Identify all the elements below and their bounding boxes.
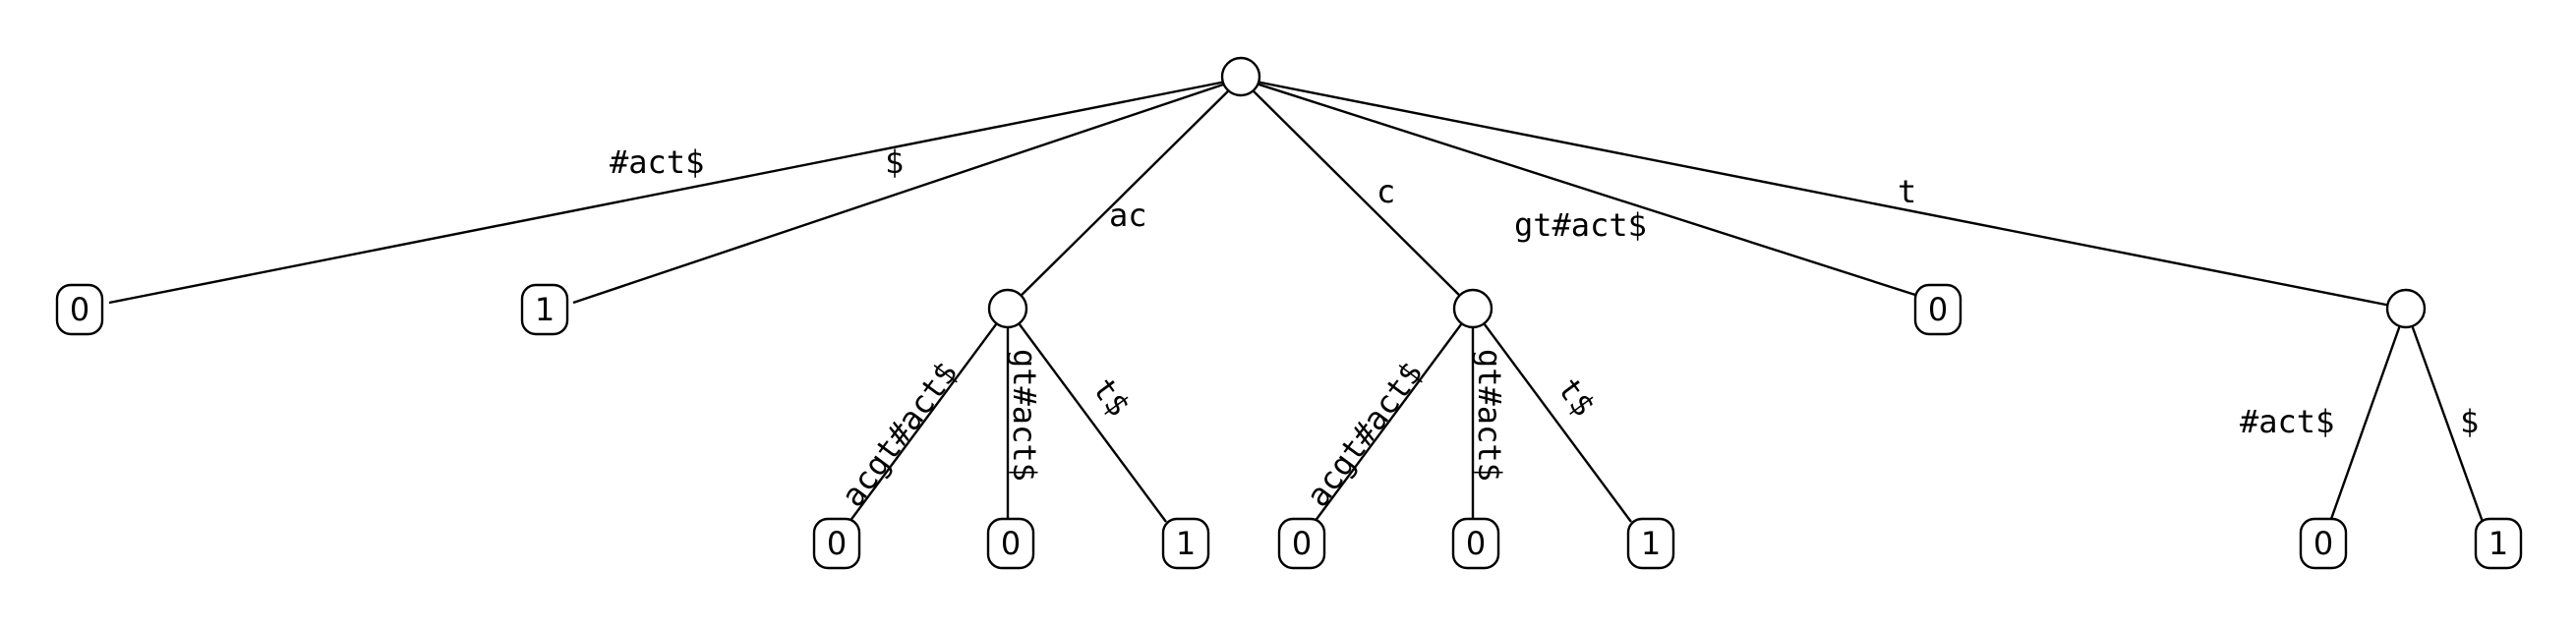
- edge-root-to-leaf-1: [572, 77, 1242, 305]
- leaf-node: 0: [1451, 517, 1500, 570]
- leaf-value: 0: [827, 525, 847, 562]
- leaf-node: 1: [2474, 517, 2523, 570]
- edge-c-to-leaf-c: [1472, 308, 1632, 523]
- leaf-node: 0: [55, 283, 104, 336]
- edge-label: t: [1898, 173, 1916, 210]
- leaf-value: 0: [70, 291, 89, 328]
- edge-label: t$: [1551, 370, 1603, 424]
- internal-nodes: [987, 56, 2427, 329]
- leaf-node: 1: [520, 283, 569, 336]
- leaf-nodes: 0 1 0 0 0 1 0 0: [55, 283, 2523, 570]
- edge-root-to-c-node: [1240, 78, 1474, 310]
- leaf-value: 0: [1001, 525, 1021, 562]
- edge-label: $: [2460, 403, 2479, 440]
- t-node: [2385, 288, 2427, 329]
- edge-ac-to-leaf-a: [849, 308, 1009, 523]
- edge-label: c: [1376, 173, 1395, 210]
- leaf-value: 0: [1292, 525, 1312, 562]
- leaf-node: 1: [1626, 517, 1675, 570]
- edge-labels: #act$ $ ac c gt#act$ t acgt#act$ gt#act$…: [610, 143, 2479, 514]
- leaf-value: 1: [1176, 525, 1196, 562]
- edge-t-to-leaf-b: [2404, 308, 2485, 523]
- edge-label: acgt#act$: [834, 355, 966, 514]
- root-node: [1220, 56, 1261, 97]
- leaf-node: 0: [2299, 517, 2348, 570]
- edge-root-to-leaf-0: [108, 77, 1242, 305]
- ac-node: [987, 288, 1028, 329]
- edge-label: gt#act$: [1514, 206, 1647, 244]
- edge-label: gt#act$: [1471, 349, 1508, 482]
- edge-root-to-t-node: [1240, 77, 2407, 311]
- edge-label: #act$: [610, 143, 704, 181]
- edge-root-to-ac-node: [1007, 78, 1242, 310]
- edge-label: ac: [1109, 197, 1147, 234]
- edges: [108, 77, 2485, 523]
- edge-label: acgt#act$: [1299, 355, 1431, 514]
- edge-label: #act$: [2240, 403, 2334, 440]
- leaf-value: 1: [1641, 525, 1661, 562]
- leaf-value: 0: [1928, 291, 1948, 328]
- leaf-value: 1: [2488, 525, 2508, 562]
- edge-ac-to-leaf-c: [1007, 308, 1167, 523]
- edge-label: $: [885, 143, 904, 181]
- edge-root-to-gt-leaf: [1240, 77, 1916, 297]
- edge-c-to-leaf-a: [1314, 308, 1474, 523]
- c-node: [1452, 288, 1493, 329]
- leaf-node: 1: [1161, 517, 1210, 570]
- leaf-node: 0: [986, 517, 1035, 570]
- edge-label: gt#act$: [1006, 349, 1043, 482]
- leaf-value: 1: [535, 291, 555, 328]
- leaf-value: 0: [2313, 525, 2333, 562]
- edge-label: t$: [1085, 370, 1138, 424]
- leaf-node: 0: [812, 517, 861, 570]
- leaf-node: 0: [1277, 517, 1326, 570]
- leaf-value: 0: [1466, 525, 1486, 562]
- edge-t-to-leaf-a: [2328, 308, 2408, 523]
- leaf-node: 0: [1913, 283, 1962, 336]
